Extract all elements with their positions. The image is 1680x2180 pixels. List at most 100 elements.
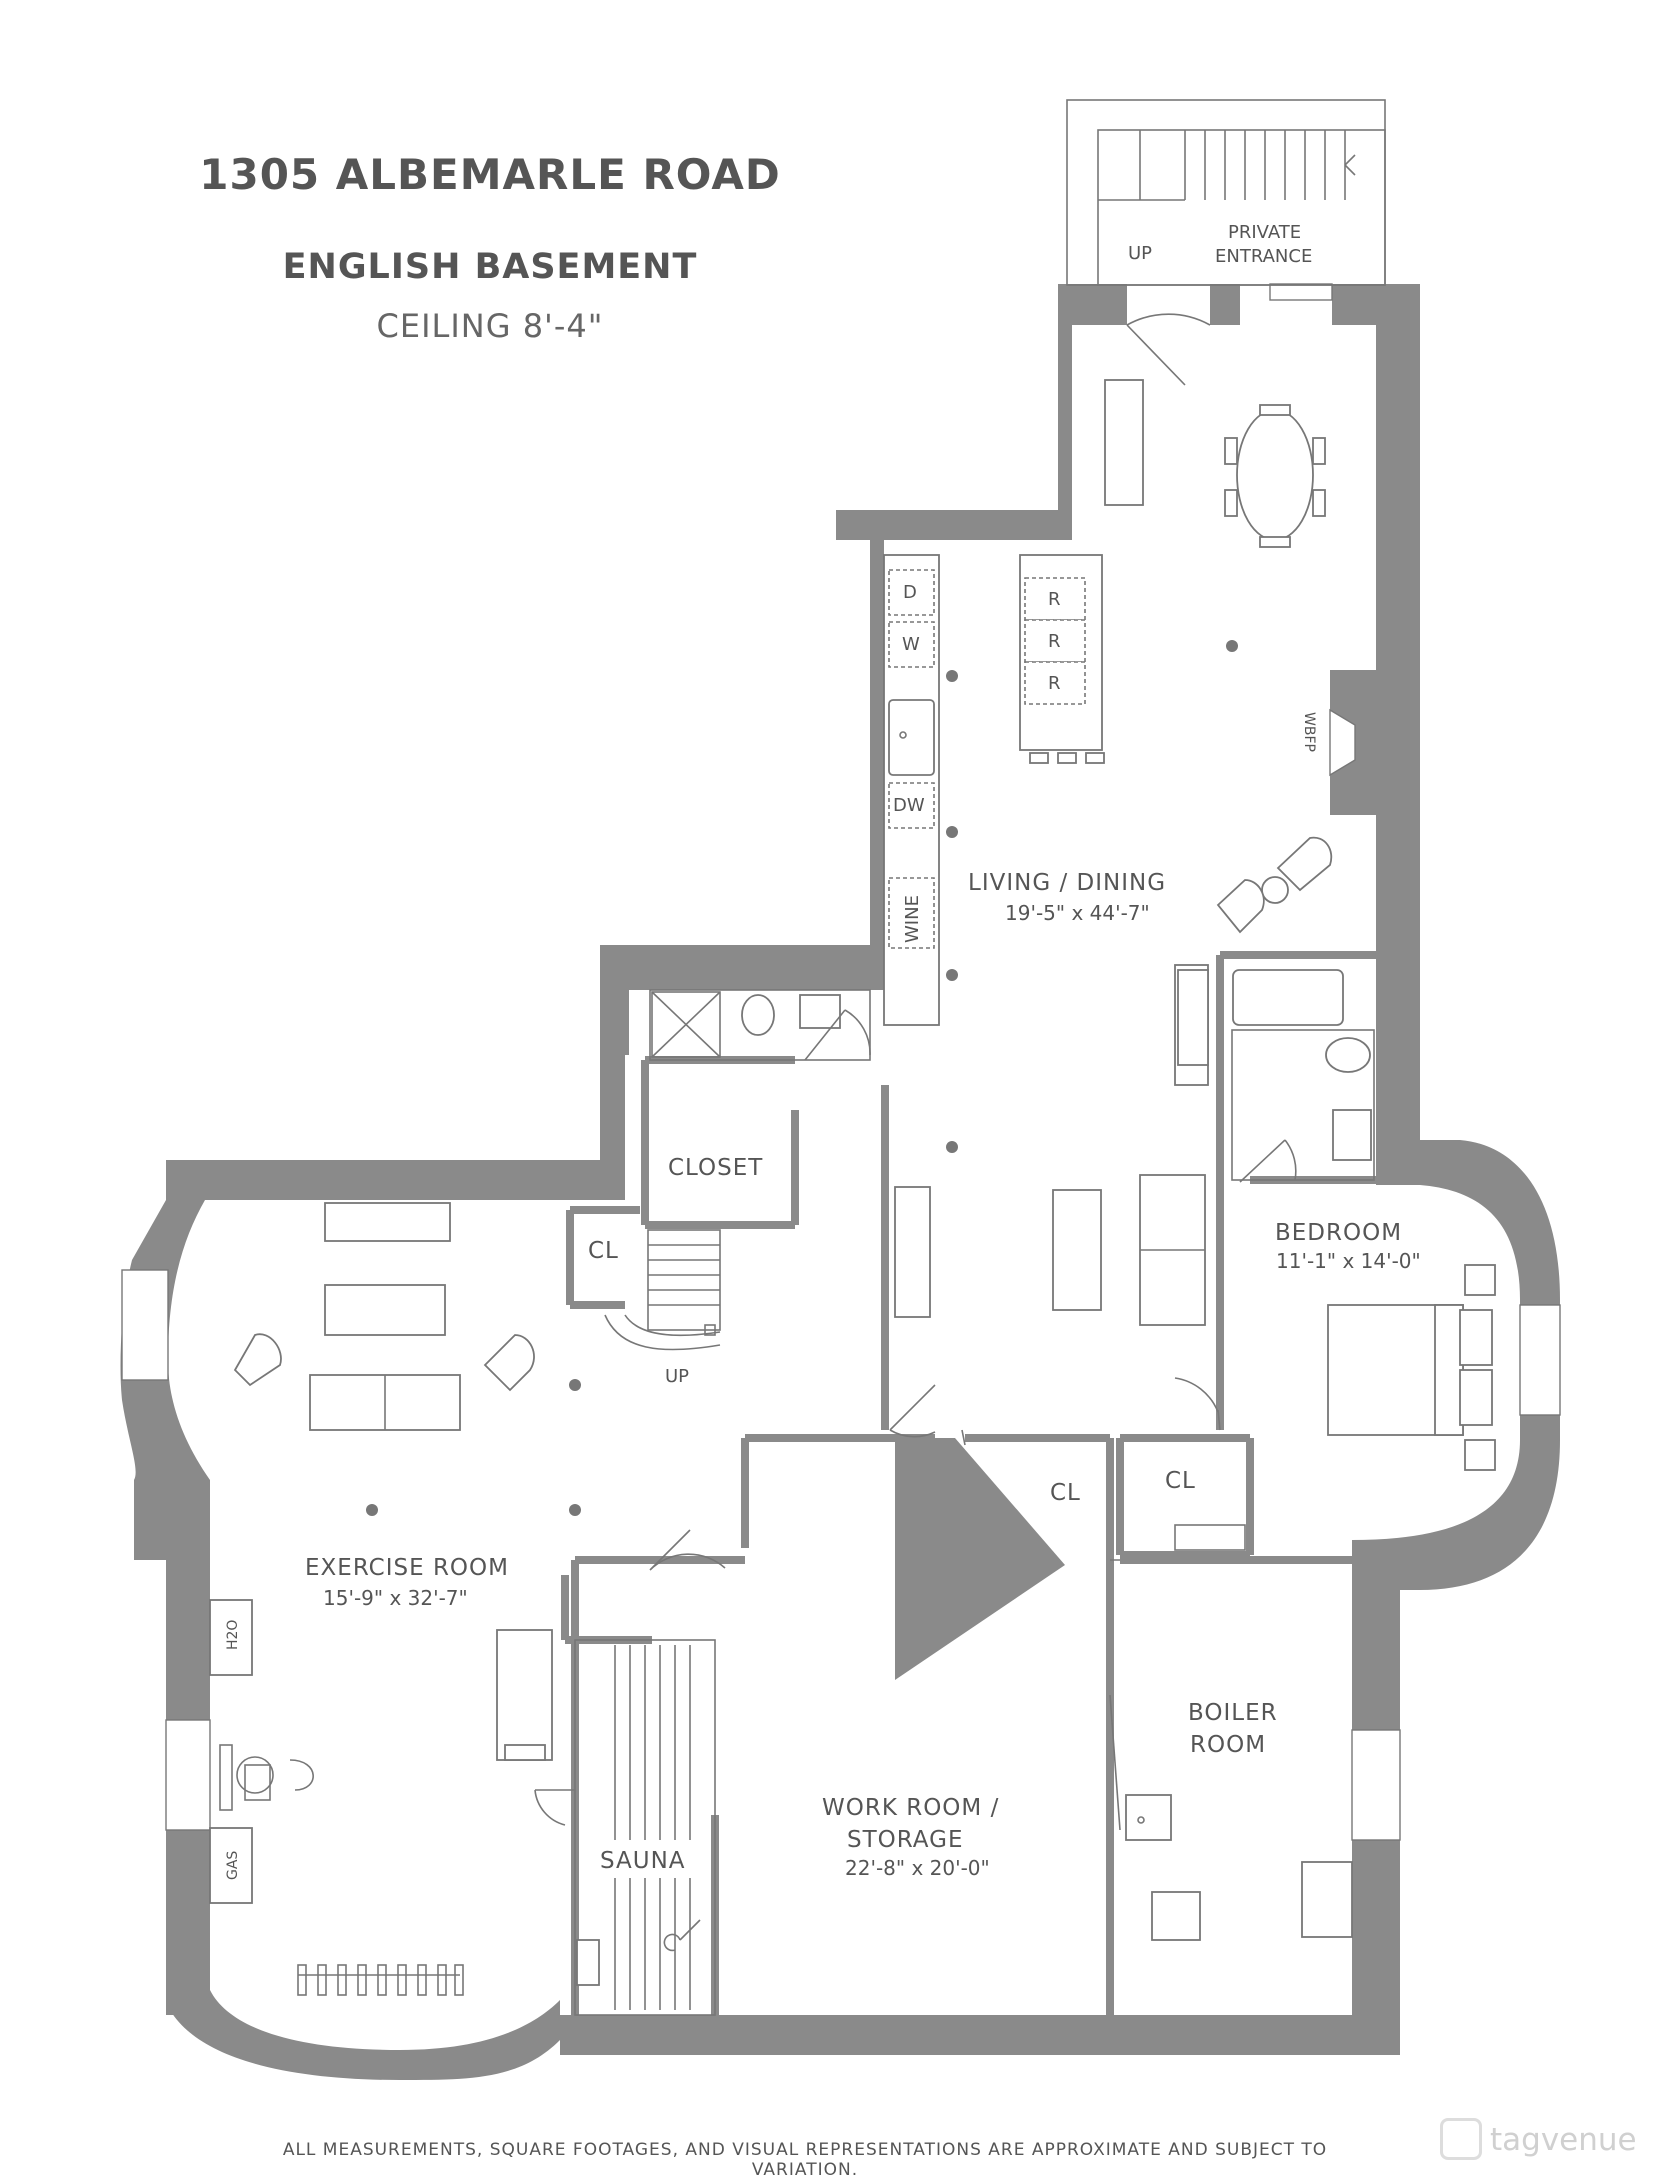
- cl-bedroom-shelf: [1174, 1524, 1246, 1551]
- boiler-sink: [1125, 1794, 1172, 1841]
- fireplace-firebox: [1329, 708, 1356, 777]
- up-entrance-label: UP: [1128, 243, 1152, 264]
- dining-table: [1236, 409, 1314, 541]
- bedroom-door: [1174, 1377, 1221, 1431]
- living-title: LIVING / DINING: [968, 870, 1166, 896]
- bedroom-bath-sink: [1332, 1109, 1372, 1161]
- water-heater: [1151, 1891, 1201, 1941]
- boiler-sink-drain: [1137, 1816, 1145, 1824]
- island-stools: [1029, 752, 1105, 764]
- bathtub: [1232, 969, 1344, 1026]
- coffee-table: [1052, 1189, 1102, 1311]
- kitchen-sink-drain: [899, 731, 907, 739]
- hall-bath-floor: [649, 989, 871, 1061]
- stair-up-label: UP: [665, 1366, 689, 1387]
- dumbbell-rack: [297, 1964, 464, 1996]
- boiler-title-1: BOILER: [1188, 1700, 1278, 1726]
- island-r1: R: [1048, 589, 1061, 610]
- closet-label: CLOSET: [668, 1155, 763, 1181]
- sauna-label: SAUNA: [600, 1848, 686, 1874]
- ceiling-lights-exercise: [366, 1379, 581, 1516]
- island-range-3: [1024, 661, 1086, 705]
- dining-chairs: [1224, 404, 1326, 548]
- living-door-south: [889, 1384, 936, 1438]
- shower-diag-2: [651, 991, 721, 1058]
- sauna-heater: [576, 1939, 600, 1986]
- wall-entrance-top-right: [1210, 284, 1240, 325]
- entrance-stair: [1066, 99, 1386, 286]
- dryer-label: D: [903, 582, 917, 603]
- wine-fridge: [888, 877, 935, 949]
- exercise-chair-left: [233, 1333, 282, 1387]
- sauna-slats: [614, 1645, 691, 2010]
- bedroom-dims: 11'-1" x 14'-0": [1276, 1249, 1421, 1273]
- h2o-box: [209, 1599, 253, 1676]
- bedroom-dresser: [1177, 969, 1209, 1066]
- boiler-door: [1109, 1694, 1121, 1831]
- ceiling-lights-living: [946, 640, 1238, 1153]
- island-range-1: [1024, 577, 1086, 621]
- shower: [651, 991, 721, 1058]
- cl-exercise-label: CL: [588, 1238, 619, 1264]
- island-r3: R: [1048, 673, 1061, 694]
- hall-toilet: [741, 994, 775, 1036]
- exercise-bike: [219, 1744, 314, 1811]
- gas-box: [209, 1827, 253, 1904]
- ceiling-height: CEILING 8'-4": [376, 307, 604, 345]
- washer-label: W: [902, 634, 920, 655]
- bedroom-bath-door: [1239, 1139, 1297, 1183]
- window-bay-west: [121, 1269, 169, 1381]
- dishwasher-label: DW: [893, 795, 925, 816]
- gas-label: GAS: [225, 1851, 241, 1880]
- kitchen-sink: [888, 699, 935, 776]
- private-entrance-label-1: PRIVATE: [1228, 222, 1301, 243]
- work-dims: 22'-8" x 20'-0": [845, 1856, 990, 1880]
- exercise-dims: 15'-9" x 32'-7": [323, 1586, 468, 1610]
- pillow-2: [1459, 1369, 1493, 1426]
- wall-exercise-west-strip: [166, 1480, 210, 1560]
- fireplace: [1330, 670, 1376, 815]
- window-exercise-west: [165, 1719, 211, 1831]
- window-entrance: [1269, 283, 1333, 301]
- nightstand-2: [1464, 1439, 1496, 1471]
- disclaimer: ALL MEASUREMENTS, SQUARE FOOTAGES, AND V…: [282, 2140, 1328, 2180]
- nightstand-1: [1464, 1264, 1496, 1296]
- island-range-2: [1024, 619, 1086, 663]
- floor-name: ENGLISH BASEMENT: [282, 247, 698, 287]
- island-r2: R: [1048, 631, 1061, 652]
- h2o-label: H2O: [225, 1620, 241, 1650]
- wall-bottom: [560, 2015, 1360, 2055]
- wine-label: WINE: [902, 895, 923, 943]
- media-console: [894, 1186, 931, 1318]
- hall-bath-door: [804, 1009, 871, 1061]
- work-title-2: STORAGE: [847, 1827, 964, 1853]
- living-dims: 19'-5" x 44'-7": [1005, 901, 1150, 925]
- exercise-table: [324, 1284, 446, 1336]
- exercise-title: EXERCISE ROOM: [305, 1555, 509, 1581]
- sauna-floor: [574, 1639, 716, 2016]
- console-top: [1104, 379, 1144, 506]
- work-door: [961, 1429, 1120, 1561]
- work-title-1: WORK ROOM /: [822, 1795, 999, 1821]
- sauna-ladle: [663, 1919, 701, 1952]
- exercise-console: [324, 1202, 451, 1242]
- hall-bath-sink: [799, 994, 841, 1029]
- window-bedroom-east: [1519, 1304, 1561, 1416]
- exercise-door-2: [534, 1789, 575, 1826]
- private-entrance-label-2: ENTRANCE: [1215, 246, 1312, 267]
- washer: [888, 621, 935, 668]
- entrance-door-swing: [1126, 313, 1211, 386]
- wbfp-label: WBFP: [1301, 712, 1317, 752]
- bedroom-title: BEDROOM: [1275, 1220, 1402, 1246]
- dishwasher: [888, 782, 935, 829]
- bed-headboard: [1434, 1304, 1464, 1436]
- treadmill-base: [504, 1744, 546, 1761]
- cl-bedroom-label: CL: [1165, 1468, 1196, 1494]
- treadmill: [496, 1629, 553, 1761]
- boiler-unit: [1301, 1861, 1353, 1938]
- interior-stair: [604, 1229, 721, 1351]
- dryer: [888, 569, 935, 616]
- wall-wedge: [895, 1438, 1065, 1680]
- pillow-1: [1459, 1309, 1493, 1366]
